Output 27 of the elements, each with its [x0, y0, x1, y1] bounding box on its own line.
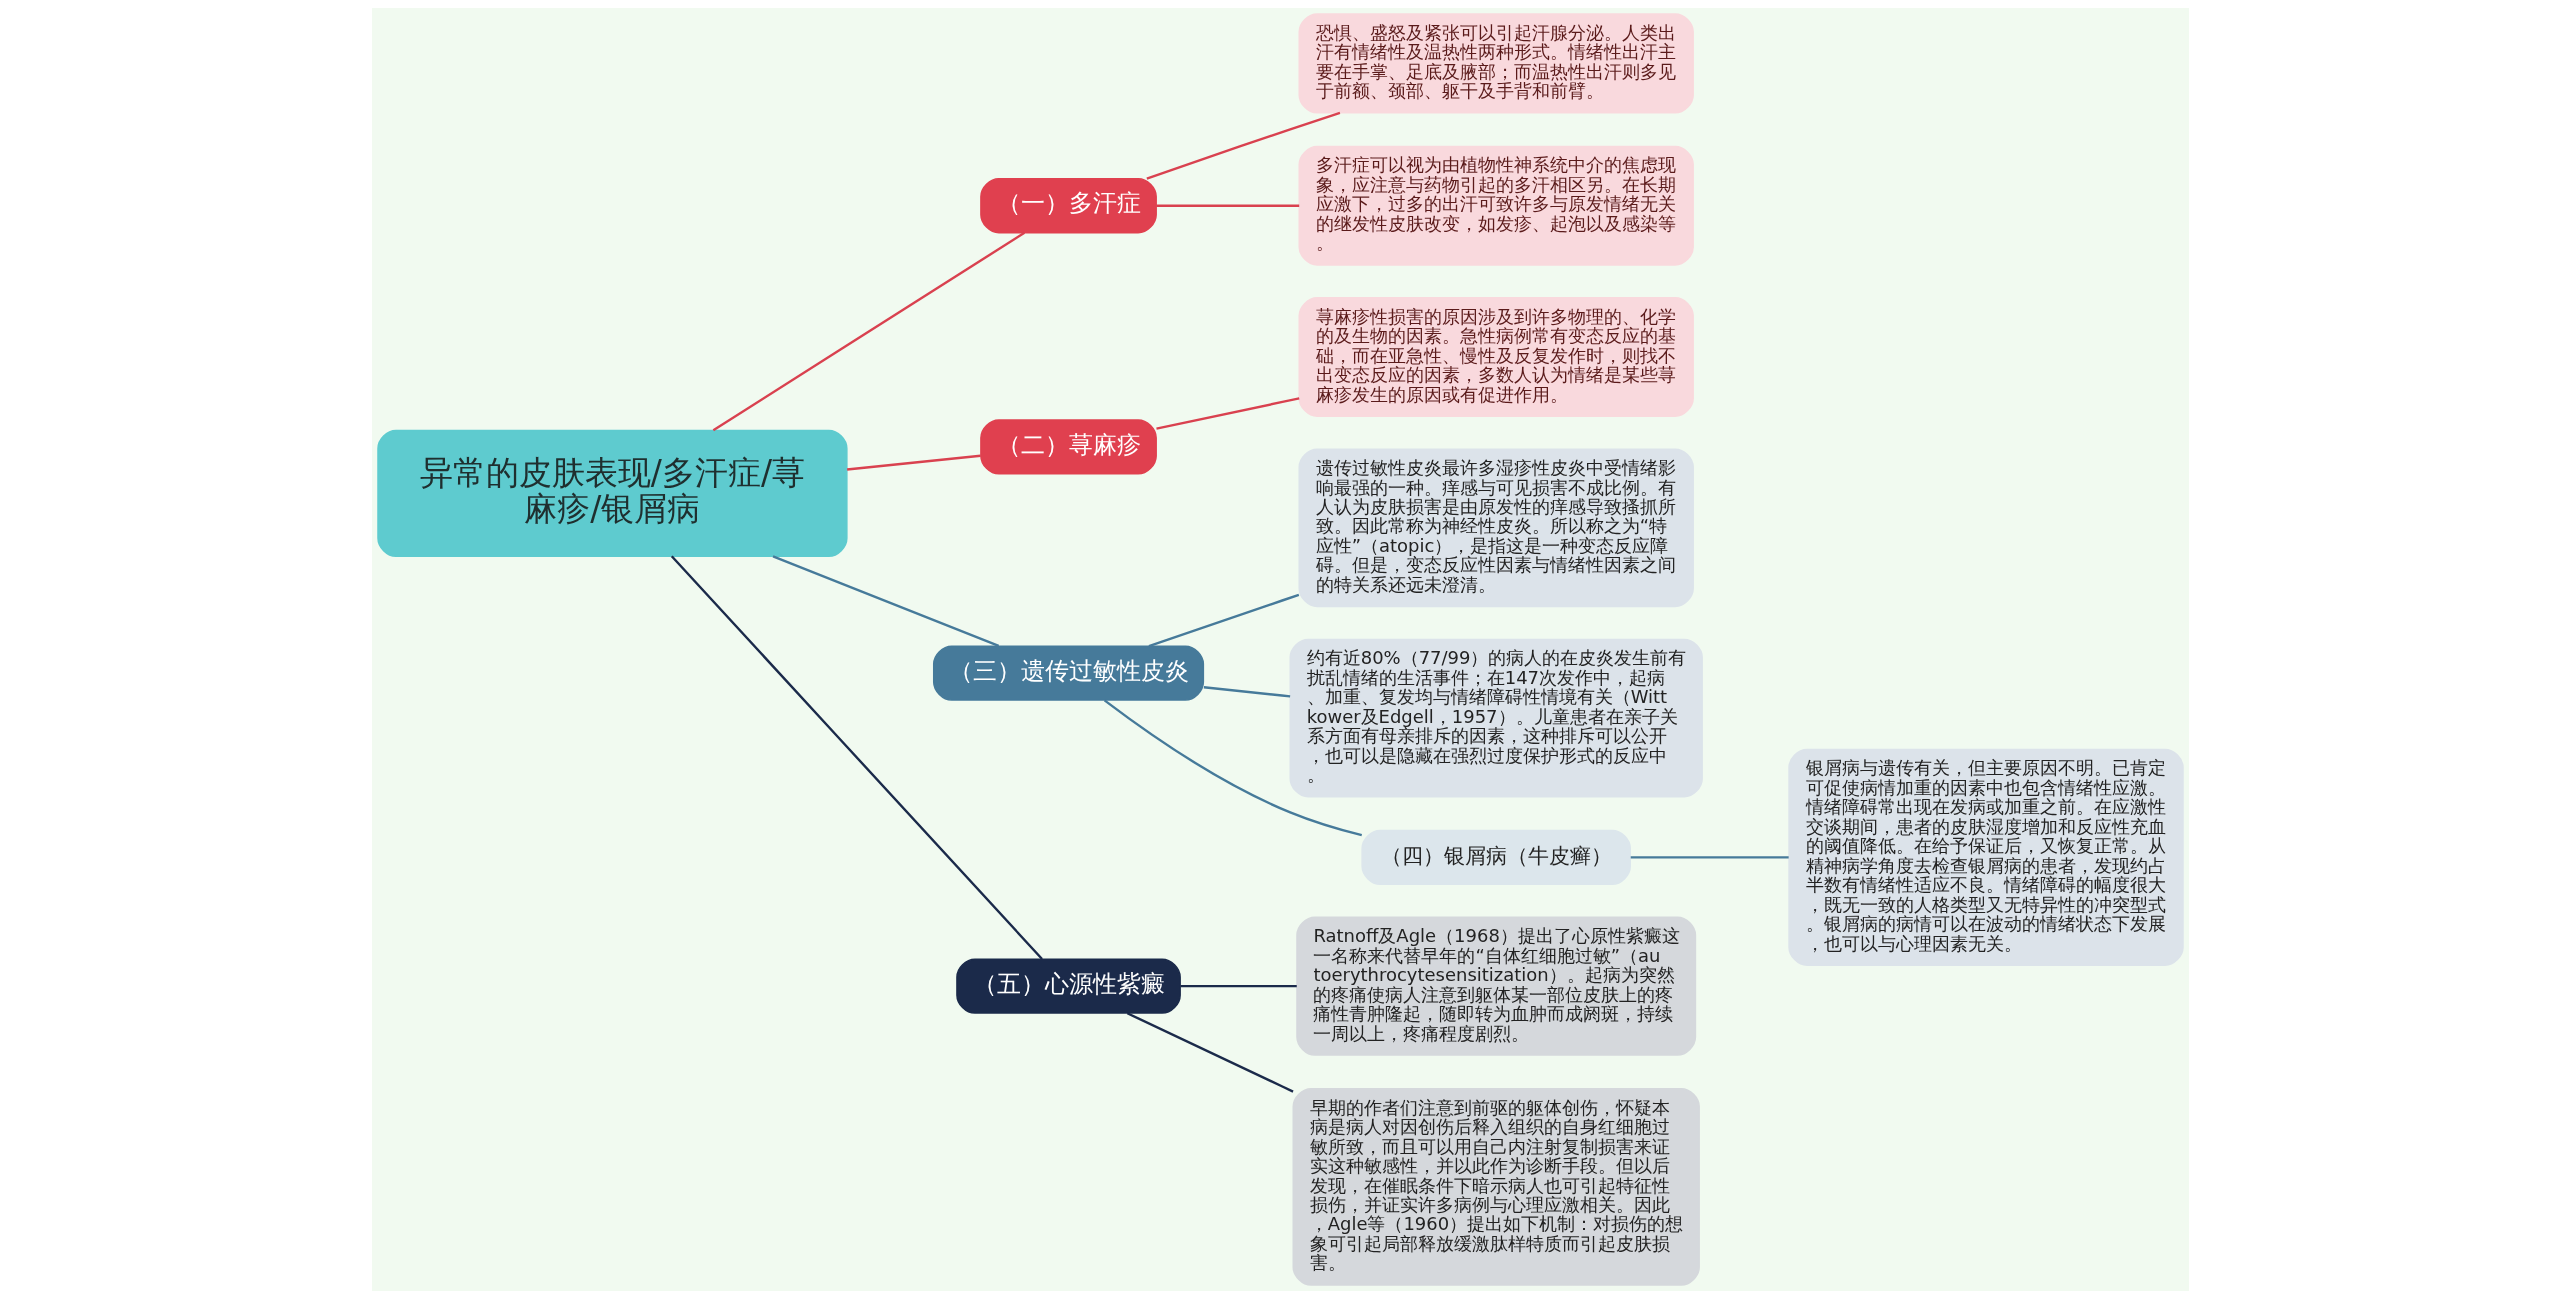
connector [1145, 111, 1340, 180]
connector [1126, 1012, 1294, 1093]
connector [1203, 686, 1290, 698]
node-box: 早期的作者们注意到前驱的躯体创伤，怀疑本病是病人对因创伤后释入组织的自身红细胞过敏所致，而且可以用自己内注射复制损害来证实这种敏感性，并以此作为诊断手段。但以后发现，在催眠条件下暗示病人也可引起特征性损伤，并证实许多病例与心理应激相关。因此，Agle等（1960）提出如下机制：对损伤的想象可引起局部释放缓激肽样特质而引起皮肤损害。 [1292, 1088, 1700, 1286]
connector [772, 555, 999, 648]
connector [712, 231, 1025, 432]
connector [1103, 699, 1362, 837]
connector [1180, 984, 1297, 988]
connector [1155, 397, 1299, 430]
node-box: 恐惧、盛怒及紧张可以引起汗腺分泌。人类出汗有情绪性及温热性两种形式。情绪性出汗主要在手掌、足底及腋部；而温热性出汗则多见于前额、颈部、躯干及手背和前臂。 [1297, 13, 1694, 114]
node-box: （三）遗传过敏性皮炎 [932, 645, 1204, 701]
connector [1148, 593, 1299, 648]
node-box: （四）银屑病（牛皮癣） [1360, 829, 1631, 886]
node-box: 异常的皮肤表现/多汗症/荨麻疹/银屑病 [376, 429, 848, 557]
node-box: （二）荨麻疹 [979, 419, 1157, 475]
node-box: 银屑病与遗传有关，但主要原因不明。已肯定可促使病情加重的因素中也包含情绪性应激。情绪障碍常出现在发病或加重之前。在应激性交谈期间，患者的皮肤湿度增加和反应性充血的阈值降低。在给予保证后，又恢复正常。从精神病学角度去检查银屑病的患者，发现约占半数有情绪性适应不良。情绪障碍的幅度很大，既无一致的人格类型又无特异性的冲突型式。银屑病的病情可以在波动的情绪状态下发展，也可以与心理因素无关。 [1787, 748, 2184, 966]
node-box: （一）多汗症 [979, 178, 1157, 234]
connector [670, 555, 1043, 960]
node-box: 遗传过敏性皮炎最许多湿疹性皮炎中受情绪影响最强的一种。痒感与可见损害不成比例。有人认为皮肤损害是由原发性的痒感导致搔抓所致。因此常称为神经性皮炎。所以称之为“特应性”（atopic），是指这是一种变态反应障碍。但是，变态反应性因素与情绪性因素之间的特关系还远未澄清。 [1297, 448, 1694, 608]
connector [846, 454, 981, 471]
node-box: 荨麻疹性损害的原因涉及到许多物理的、化学的及生物的因素。急性病例常有变态反应的基础，而在亚急性、慢性及反复发作时，则找不出变态反应的因素，多数人认为情绪是某些荨麻疹发生的原因或有促进作用。 [1297, 297, 1694, 417]
node-box: Ratnoff及Agle（1968）提出了心原性紫癜这一名称来代替早年的“自体红细胞过敏”（autoerythrocytesensitization）。起病为突然的疼痛使病人注意到躯体某一部位皮肤上的疼痛性青肿隆起，随即转为血肿而成阏斑，持续一周以上，疼痛程度剧烈。 [1295, 916, 1696, 1056]
node-box: 约有近80%（77/99）的病人的在皮炎发生前有扰乱情绪的生活事件；在147次发作中，起病、加重、复发均与情绪障碍性情境有关（Wittkower及Edgell，1957）。儿童患者在亲子关系方面有母亲排斥的因素，这种排斥可以公开，也可以是隐藏在强烈过度保护形式的反应中。 [1289, 638, 1703, 798]
connector [1156, 204, 1299, 207]
connector [1630, 856, 1789, 859]
node-box: （五）心源性紫癜 [955, 958, 1181, 1014]
node-box: 多汗症可以视为由植物性神系统中介的焦虑现象，应注意与药物引起的多汗相区另。在长期应激下，过多的出汗可致许多与原发情绪无关的继发性皮肤改变，如发疹、起泡以及感染等。 [1297, 145, 1694, 266]
